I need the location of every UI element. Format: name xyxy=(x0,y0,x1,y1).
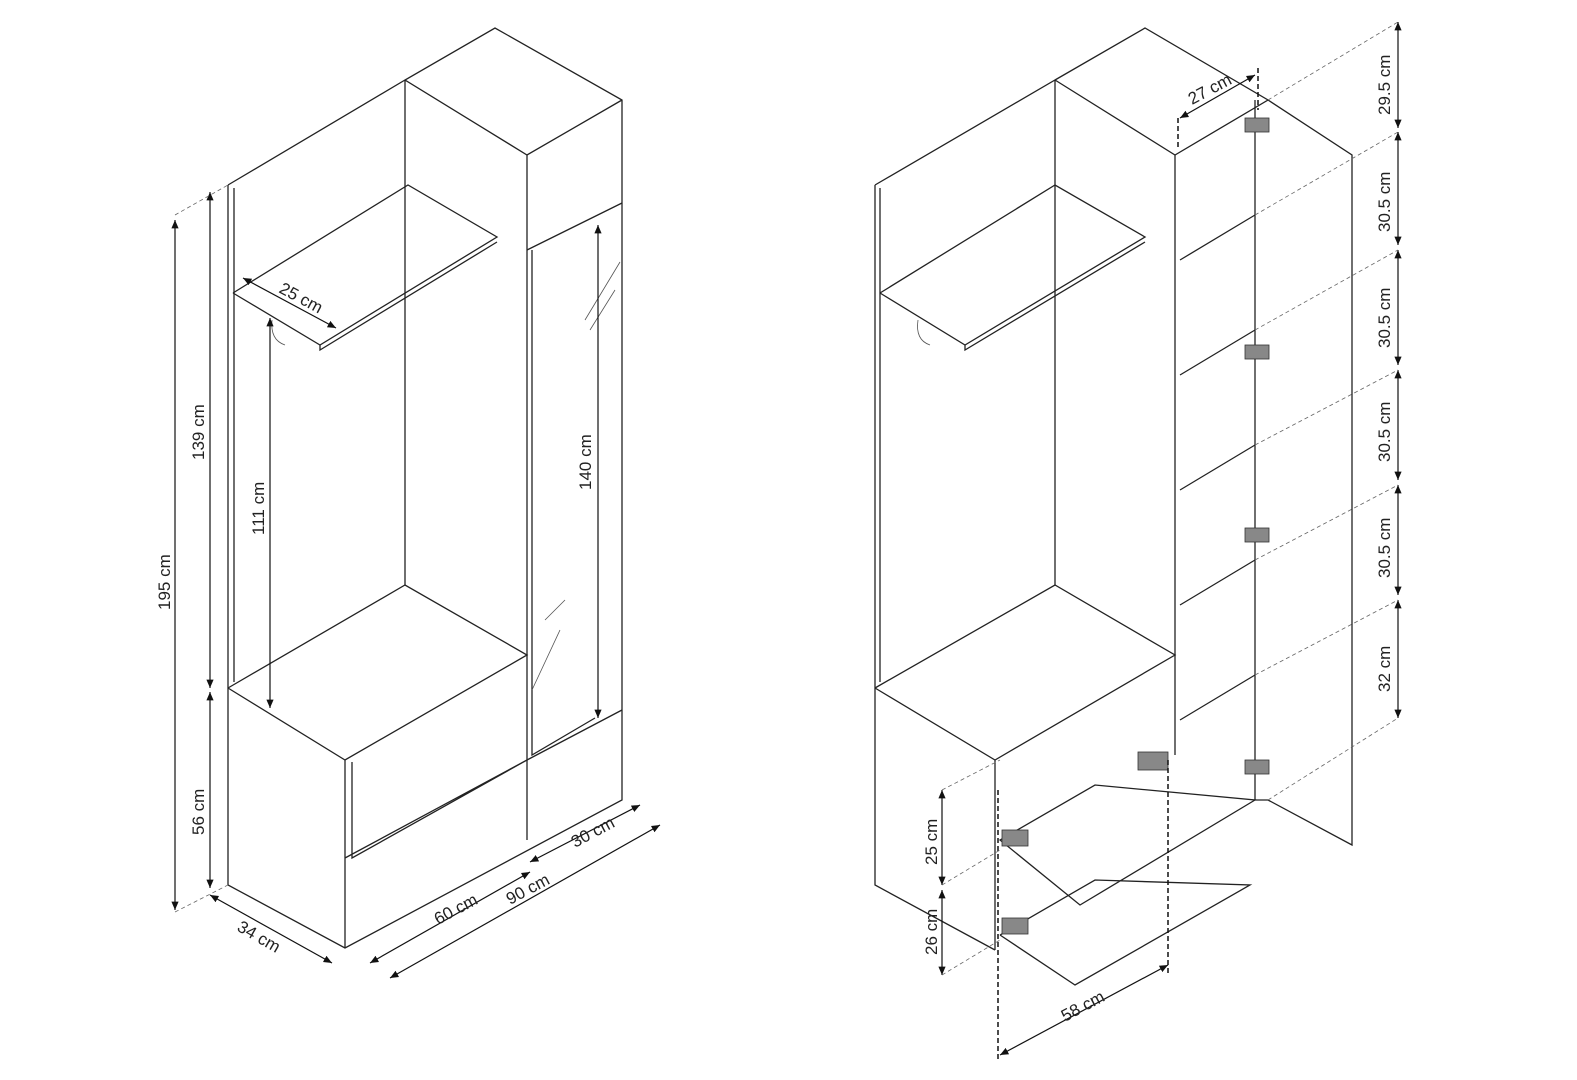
left-dimension-lines xyxy=(171,184,661,979)
total-width-label: 90 cm xyxy=(503,870,553,909)
shelf-gap-label-6: 32 cm xyxy=(1375,646,1394,692)
lower-height-label: 56 cm xyxy=(189,789,208,835)
bench-width-label: 60 cm xyxy=(431,890,481,929)
right-furniture-drawing xyxy=(874,27,1353,986)
lower-width-label: 58 cm xyxy=(1058,987,1108,1026)
lower-gap-bottom-label: 26 cm xyxy=(922,909,941,955)
left-furniture-drawing xyxy=(227,27,623,949)
shelf-gap-label-2: 30.5 cm xyxy=(1375,172,1394,232)
hanger-height-label: 111 cm xyxy=(249,482,268,535)
upper-height-label: 139 cm xyxy=(189,404,208,460)
depth-label: 34 cm xyxy=(234,917,284,957)
shelf-gap-label-5: 30.5 cm xyxy=(1375,518,1394,578)
shelf-gap-label-1: 29.5 cm xyxy=(1375,55,1394,115)
column-depth-label: 27 cm xyxy=(1185,70,1235,109)
shelf-depth-label: 25 cm xyxy=(276,279,326,318)
right-dimension-lines xyxy=(938,21,1402,1060)
hinge-icons xyxy=(1001,117,1270,935)
column-width-label: 30 cm xyxy=(568,813,618,852)
right-labels: 27 cm 29.5 cm 30.5 cm 30.5 cm 30.5 cm 30… xyxy=(922,55,1394,1026)
shelf-gap-label-3: 30.5 cm xyxy=(1375,288,1394,348)
mirror-height-label: 140 cm xyxy=(576,434,595,490)
shelf-gap-label-4: 30.5 cm xyxy=(1375,402,1394,462)
lower-gap-top-label: 25 cm xyxy=(922,819,941,865)
left-labels: 25 cm 139 cm 111 cm 195 cm 140 cm 56 cm … xyxy=(155,279,618,957)
total-height-label: 195 cm xyxy=(155,554,174,610)
